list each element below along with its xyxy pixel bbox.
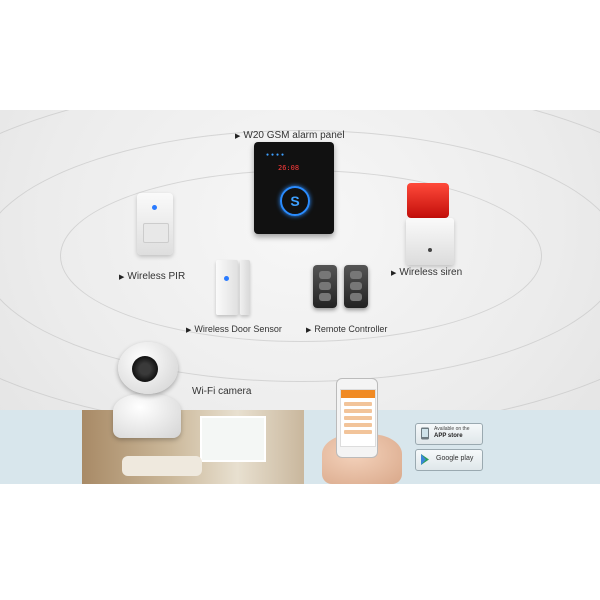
door-sensor-image: [216, 260, 238, 315]
app-store-line1: Available on the: [434, 426, 470, 432]
pir-sensor-image: [137, 193, 173, 255]
remote-controller-image: [344, 265, 368, 308]
google-play-icon: [421, 454, 429, 465]
remote-controller-image: [313, 265, 337, 308]
led-dot: [152, 205, 157, 210]
smartphone-image: [336, 378, 378, 458]
camera-lens: [132, 356, 158, 382]
app-store-button[interactable]: Available on the APP store: [415, 423, 483, 445]
arrow-right-icon: ▶: [119, 274, 125, 281]
siren-hole: [428, 248, 432, 252]
arrow-right-icon: ▶: [391, 270, 397, 277]
siren-label: ▶Wireless siren: [391, 267, 463, 278]
camera-base-image: [113, 394, 181, 438]
google-play-button[interactable]: Google play: [415, 449, 483, 471]
alarm-panel-label: ▶W20 GSM alarm panel: [235, 130, 345, 141]
window: [200, 416, 266, 462]
product-banner: ▶W20 GSM alarm panel ●●●● 26:08 S ▶Wirel…: [0, 110, 600, 484]
phone-app-icon: [421, 427, 429, 440]
app-store-line2: APP store: [434, 433, 463, 439]
app-header-bar: [341, 390, 375, 398]
pir-label: ▶Wireless PIR: [119, 271, 186, 282]
led-indicators: ●●●●: [266, 152, 287, 158]
google-play-label: Google play: [436, 455, 474, 462]
door-magnet-image: [240, 260, 250, 315]
alarm-panel-image: ●●●● 26:08 S: [254, 142, 334, 234]
remote-label: ▶Remote Controller: [306, 324, 388, 334]
arrow-right-icon: ▶: [235, 133, 241, 140]
app-screen: [340, 389, 376, 447]
panel-clock: 26:08: [278, 164, 300, 172]
arrow-right-icon: ▶: [306, 327, 312, 334]
camera-label: Wi-Fi camera: [192, 386, 252, 397]
power-s-icon: S: [280, 186, 310, 216]
sofa: [122, 456, 202, 476]
door-sensor-label: ▶Wireless Door Sensor: [186, 324, 282, 334]
led-dot: [224, 276, 229, 281]
pir-lens: [143, 223, 169, 243]
siren-light-image: [407, 183, 449, 218]
arrow-right-icon: ▶: [186, 327, 192, 334]
siren-body-image: [406, 218, 454, 265]
